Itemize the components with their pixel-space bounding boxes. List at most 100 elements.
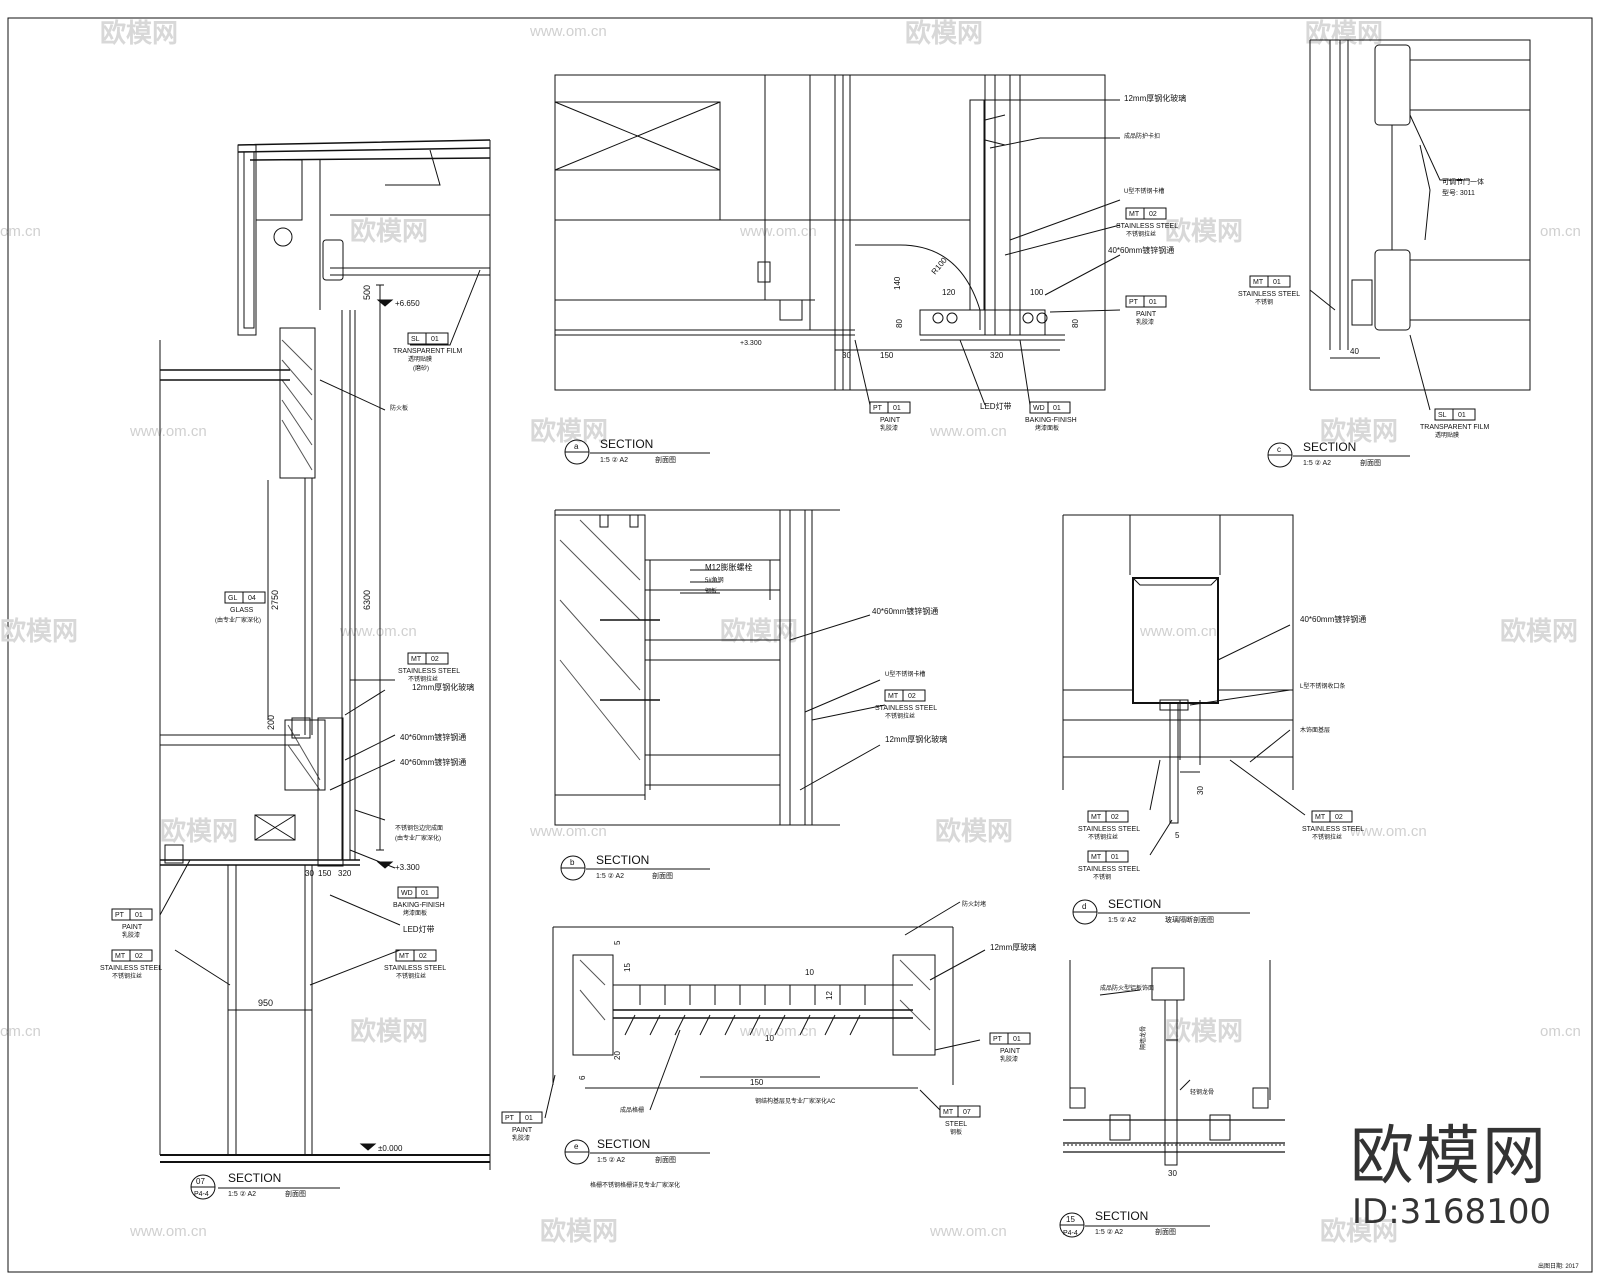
watermark-site: www.om.cn (1349, 823, 1427, 840)
panel-section-15: 30 (1063, 960, 1285, 1178)
watermark-brand: 欧模网 (1305, 18, 1383, 48)
svg-text:STAINLESS STEEL: STAINLESS STEEL (1302, 826, 1364, 833)
svg-text:MT: MT (1091, 854, 1102, 861)
d-note-trim: L型不锈钢收口条 (1300, 682, 1345, 690)
svg-text:BAKING-FINISH: BAKING-FINISH (1025, 417, 1077, 424)
e-dim-6: 6 (578, 1075, 587, 1080)
watermark-site: om.cn (1540, 223, 1581, 240)
svg-text:不锈钢拉丝: 不锈钢拉丝 (408, 675, 438, 683)
e-louvers (624, 985, 866, 1036)
a-dim-140: 140 (893, 276, 902, 290)
svg-text:02: 02 (1335, 814, 1343, 821)
svg-text:不锈钢: 不锈钢 (1255, 298, 1273, 306)
title-c-label: SECTION (1303, 440, 1356, 454)
svg-text:透明贴膜: 透明贴膜 (1435, 431, 1459, 439)
panel-section-b (554, 509, 886, 826)
svg-text:PT: PT (115, 912, 125, 919)
watermark-site: www.om.cn (739, 1023, 817, 1040)
title-block-c: c SECTION 1:5 ② A2 剖面图 (1267, 440, 1410, 468)
svg-text:01: 01 (1149, 299, 1157, 306)
svg-text:01: 01 (135, 912, 143, 919)
svg-text:BAKING-FINISH: BAKING-FINISH (393, 902, 445, 909)
svg-text:02: 02 (431, 656, 439, 663)
d-steel-tube (1132, 577, 1219, 704)
svg-text:02: 02 (135, 953, 143, 960)
watermark-site: om.cn (1540, 1023, 1581, 1040)
title-block-15: 15 P4-4 SECTION 1:5 ② A2 剖面图 (1059, 1209, 1210, 1238)
svg-text:SL: SL (411, 336, 420, 343)
watermark-site: www.om.cn (739, 223, 817, 240)
e-note-fire: 防火封堵 (962, 900, 986, 908)
svg-text:玻璃隔断剖面图: 玻璃隔断剖面图 (1165, 915, 1214, 924)
note-vendor: (由专业厂家深化) (395, 834, 441, 842)
svg-text:MT: MT (1091, 814, 1102, 821)
concrete-column (279, 327, 316, 479)
watermark-site: www.om.cn (929, 423, 1007, 440)
watermark-brand: 欧模网 (1320, 1216, 1398, 1246)
e-dim-5: 5 (613, 940, 622, 945)
title-e-label: SECTION (597, 1137, 650, 1151)
dim-150: 150 (318, 869, 332, 878)
svg-text:PAINT: PAINT (1136, 311, 1157, 318)
title-07-number: 07 (196, 1177, 205, 1186)
svg-text:01: 01 (525, 1115, 533, 1122)
title-block-b: b SECTION 1:5 ② A2 剖面图 (560, 853, 710, 881)
watermark-brand: 欧模网 (905, 18, 983, 48)
dim-950: 950 (258, 998, 273, 1008)
a-note-clip: 成品防护卡扣 (1124, 132, 1160, 140)
svg-text:1:5 ② A2: 1:5 ② A2 (1108, 916, 1136, 924)
dim-200: 200 (266, 715, 276, 730)
svg-text:不锈钢拉丝: 不锈钢拉丝 (1312, 833, 1342, 841)
c-note-1: 可调节门一体 (1442, 177, 1484, 186)
watermark-site: www.om.cn (929, 1223, 1007, 1240)
panel-section-a: 30 150 320 140 80 120 100 80 R100 +3.300 (554, 74, 1121, 406)
watermark-brand: 欧模网 (1165, 216, 1243, 246)
a-dim-80: 80 (895, 319, 904, 328)
watermark-site: www.om.cn (529, 23, 607, 40)
note-steel-1: 40*60mm镀锌钢通 (400, 732, 466, 742)
svg-text:(磨砂): (磨砂) (413, 364, 429, 372)
e-dim-12: 12 (825, 991, 834, 1000)
watermark-site: www.om.cn (1139, 623, 1217, 640)
svg-text:01: 01 (893, 405, 901, 412)
svg-text:MT: MT (1129, 211, 1140, 218)
c-dim-40: 40 (1350, 347, 1359, 356)
svg-text:STAINLESS STEEL: STAINLESS STEEL (875, 705, 937, 712)
detail-marker (273, 227, 293, 247)
svg-text:1:5 ② A2: 1:5 ② A2 (597, 1156, 625, 1164)
watermark-brand: 欧模网 (350, 1016, 428, 1046)
watermark-site: om.cn (0, 1023, 41, 1040)
a-dim-30: 30 (842, 351, 851, 360)
watermark-brand: 欧模网 (720, 616, 798, 646)
panel-section-c: 40 (1309, 39, 1531, 411)
svg-text:(由专业厂家深化): (由专业厂家深化) (215, 616, 261, 624)
level-bottom: ±0.000 (378, 1144, 403, 1153)
panel-e-tags: 防火封堵 12mm厚玻璃 成品格栅 钢结构基层见专业厂家深化AC 格栅不锈钢格栅… (501, 900, 1036, 1189)
e-note-glass: 12mm厚玻璃 (990, 942, 1036, 952)
c-note-2: 型号: 3011 (1442, 188, 1475, 197)
svg-text:剖面图: 剖面图 (655, 455, 676, 464)
svg-text:01: 01 (1111, 854, 1119, 861)
svg-text:不锈钢: 不锈钢 (1093, 873, 1111, 881)
e-dim-150: 150 (750, 1078, 764, 1087)
svg-text:MT: MT (115, 953, 126, 960)
level-top: +6.650 (395, 299, 420, 308)
svg-text:MT: MT (888, 693, 899, 700)
title-07-subtitle: 剖面图 (285, 1189, 306, 1198)
svg-text:PT: PT (1129, 299, 1139, 306)
watermark-site: www.om.cn (339, 623, 417, 640)
e-dim-15: 15 (623, 963, 632, 972)
